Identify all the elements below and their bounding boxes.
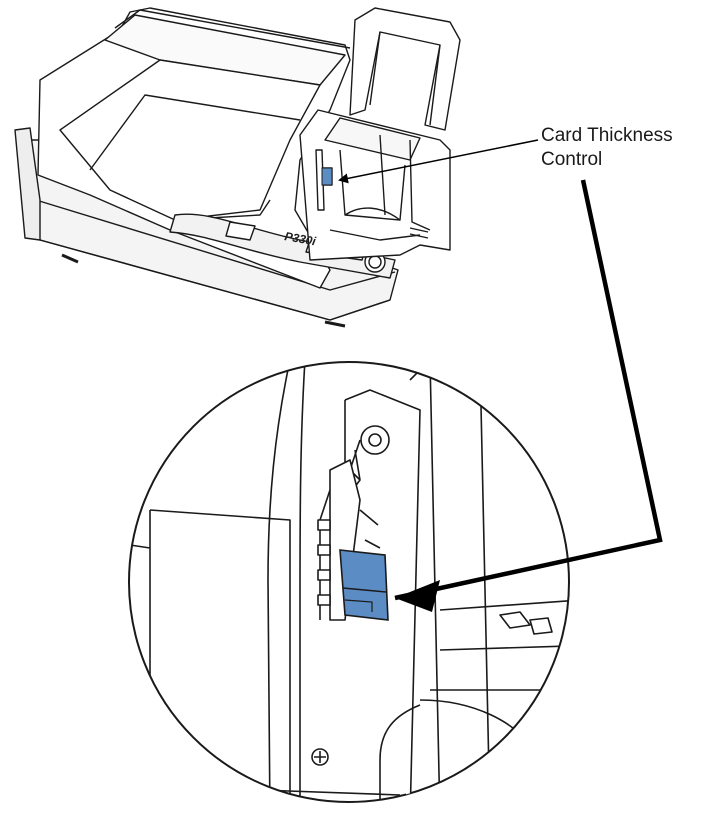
callout-arrowhead [395, 580, 440, 612]
magnified-view [128, 361, 570, 803]
callout-arrow-top [338, 139, 539, 184]
callout-label: Card Thickness Control [541, 124, 673, 172]
callout-leader-line [394, 179, 663, 601]
card-thickness-lever [339, 549, 389, 621]
printer-model-label: P330i [283, 229, 317, 248]
card-printer [14, 7, 461, 328]
lever-top-view-fill [321, 167, 333, 186]
callout-label-line2: Control [541, 149, 603, 170]
callout-label-line1: Card Thickness [541, 125, 673, 146]
